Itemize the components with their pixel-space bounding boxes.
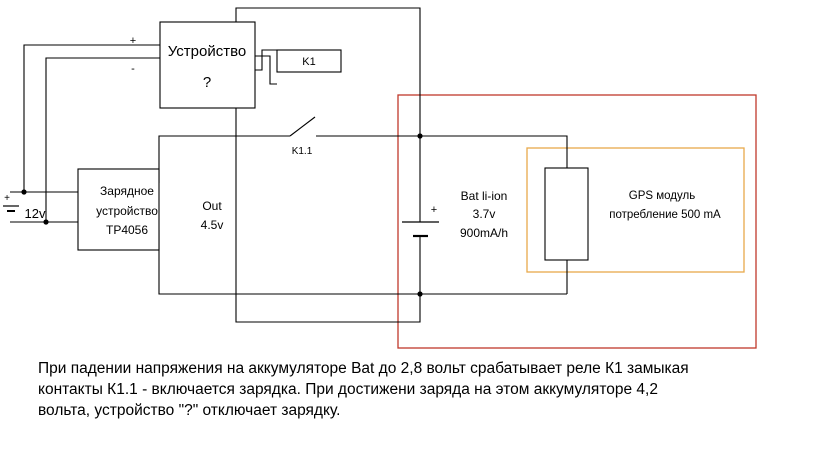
li-ion-battery-symbol xyxy=(402,221,439,238)
battery-label-line1: Bat li-ion xyxy=(461,189,508,203)
gps-label-line2: потребление 500 mA xyxy=(609,209,721,221)
charger-label-line2: устройство xyxy=(96,204,158,218)
supply-battery-symbol xyxy=(3,205,19,212)
caption-line-3: вольта, устройство "?" отключает зарядку… xyxy=(38,402,341,419)
battery-label-line2: 3.7v xyxy=(473,207,496,221)
relay-coil xyxy=(276,49,342,73)
caption-line-1: При падении напряжения на аккумуляторе B… xyxy=(38,360,689,377)
battery-section-frame xyxy=(397,94,757,349)
relay-label: K1 xyxy=(302,56,315,68)
charger-label-line1: Зарядное xyxy=(100,184,154,198)
switch-contact xyxy=(289,116,316,137)
supply-plus-mark: + xyxy=(4,193,10,204)
wires xyxy=(10,7,568,323)
caption: При падении напряжения на аккумуляторе B… xyxy=(38,358,808,421)
junction-dots xyxy=(21,133,423,297)
battery-plus-mark: + xyxy=(431,204,437,216)
battery-label-line3: 900mA/h xyxy=(460,226,508,240)
charger-label-line3: TP4056 xyxy=(106,223,148,237)
gps-label-line1: GPS модуль xyxy=(629,190,695,202)
charger-box xyxy=(77,168,160,251)
output-label: Out xyxy=(202,199,222,213)
device-minus-mark: - xyxy=(131,63,135,75)
gps-load-resistor xyxy=(544,167,589,261)
caption-line-2: контакты К1.1 - включается зарядка. При … xyxy=(38,381,658,398)
device-plus-mark: + xyxy=(130,35,136,47)
device-box xyxy=(159,21,256,109)
device-title: Устройство xyxy=(168,43,246,60)
output-voltage: 4.5v xyxy=(201,218,224,232)
device-question-mark: ? xyxy=(203,74,211,91)
supply-voltage-label: 12v xyxy=(25,206,46,221)
gps-module-frame xyxy=(526,147,745,273)
switch-label: K1.1 xyxy=(292,146,313,157)
